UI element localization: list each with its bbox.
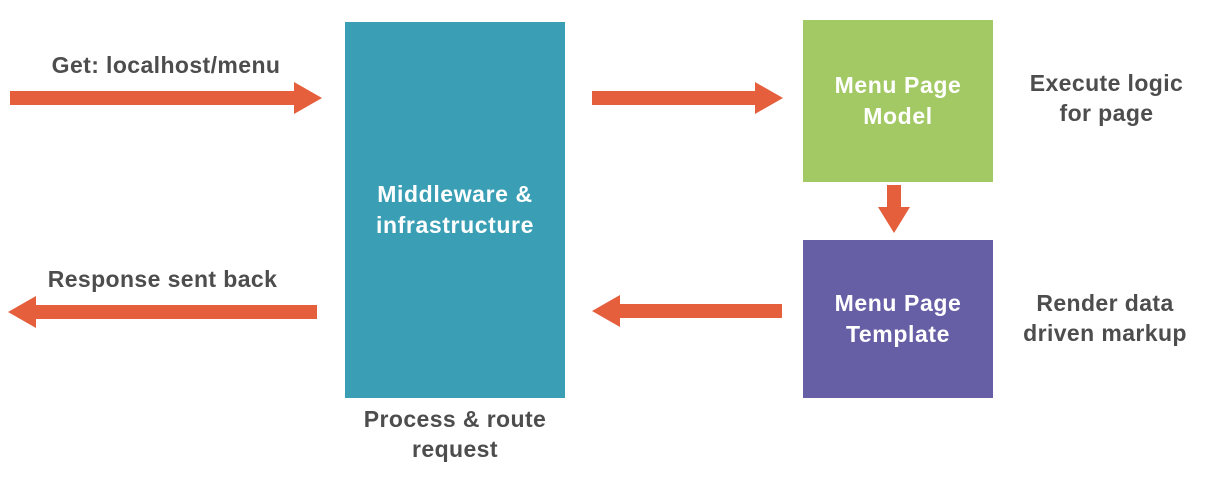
response-label: Response sent back (47, 266, 278, 292)
template-to-middleware-arrow-left-icon (592, 295, 782, 327)
middleware-box-label: Middleware & infrastructure (376, 180, 534, 238)
model-to-template-arrow-down-icon (878, 185, 910, 233)
response-arrow-left-icon (8, 296, 317, 328)
menu-page-model-label: Menu Page Model (834, 71, 962, 129)
middleware-to-model-arrow-right-icon (592, 82, 783, 114)
render-markup-caption: Render data driven markup (1023, 290, 1187, 347)
menu-page-template-box: Menu Page Template (803, 240, 993, 398)
get-request-label: Get: localhost/menu (51, 52, 281, 78)
menu-page-model-box: Menu Page Model (803, 20, 993, 182)
process-route-caption: Process & route request (363, 406, 547, 463)
request-arrow-right-icon (10, 82, 322, 114)
middleware-box: Middleware & infrastructure (345, 22, 565, 398)
menu-page-template-label: Menu Page Template (834, 289, 962, 347)
execute-logic-caption: Execute logic for page (1029, 70, 1184, 127)
